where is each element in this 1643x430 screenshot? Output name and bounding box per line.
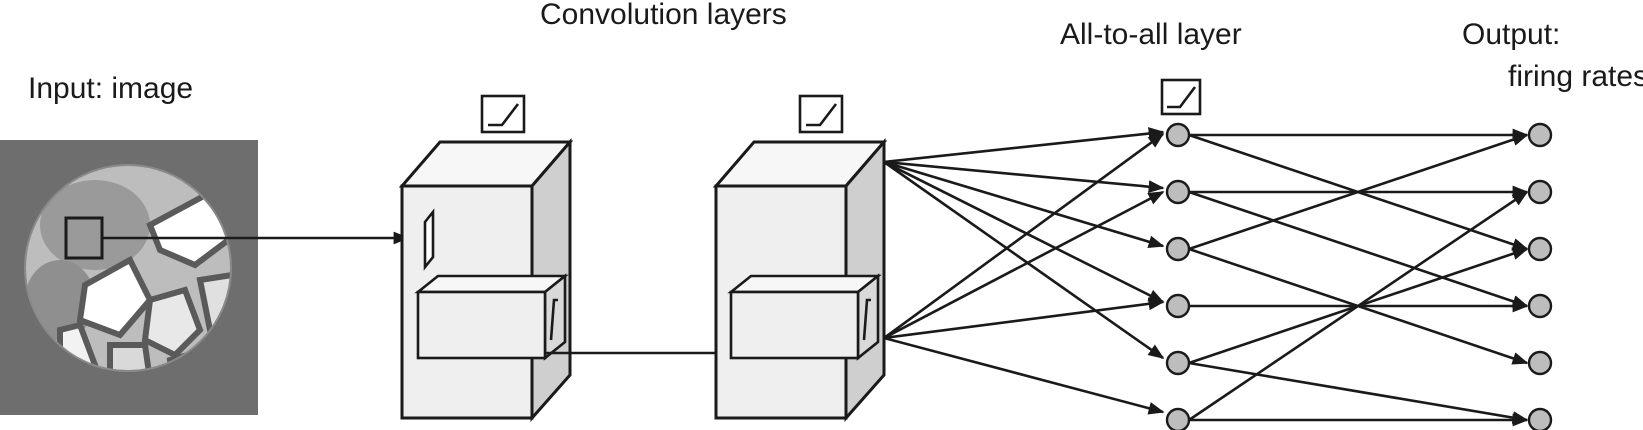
relu-icon-1 [480, 94, 526, 134]
conv1-receptive-patch [423, 208, 435, 271]
hidden-to-output-edge [1188, 190, 1529, 308]
hidden-node [1165, 350, 1191, 376]
conv-layer-2 [712, 137, 888, 422]
hidden-node [1165, 236, 1191, 262]
hidden-node [1165, 122, 1191, 148]
output-node [1527, 407, 1553, 430]
conv2-to-hidden-edges [883, 127, 1165, 415]
all-to-all-layer-label: All-to-all layer [1060, 18, 1242, 51]
hidden-node [1165, 179, 1191, 205]
hidden-to-output-edge [1188, 133, 1529, 251]
hidden-node [1165, 293, 1191, 319]
relu-icon-2 [798, 94, 844, 134]
hidden-to-output-edges [1188, 128, 1529, 427]
hidden-node [1165, 407, 1191, 430]
output-label: Output: [1462, 18, 1560, 51]
output-node [1527, 236, 1553, 262]
all-to-all-layer-nodes [1165, 122, 1191, 430]
hidden-to-output-edge [1188, 190, 1529, 422]
firing-rates-label: firing rates [1508, 60, 1643, 93]
output-node [1527, 122, 1553, 148]
input-label: Input: image [28, 72, 193, 105]
relu-icon-3 [1160, 78, 1202, 116]
convolution-layers-label: Convolution layers [540, 0, 787, 31]
output-layer-nodes [1527, 122, 1553, 430]
output-node [1527, 350, 1553, 376]
conv-layer-1 [398, 137, 574, 422]
output-node [1527, 293, 1553, 319]
input-image [0, 140, 258, 415]
output-node [1527, 179, 1553, 205]
hidden-to-output-edge [1188, 361, 1529, 424]
